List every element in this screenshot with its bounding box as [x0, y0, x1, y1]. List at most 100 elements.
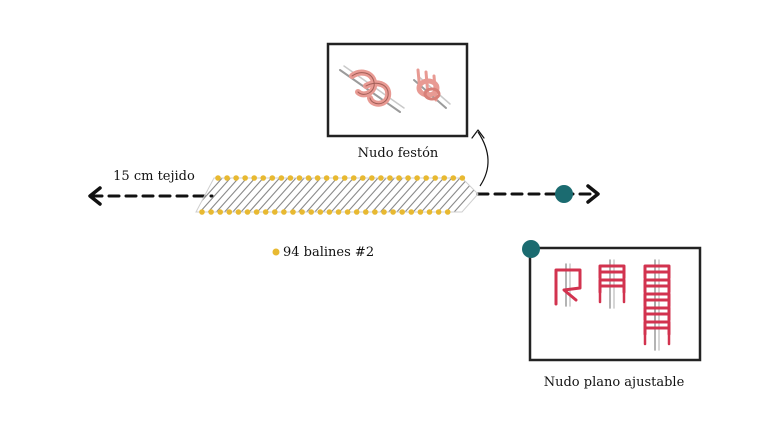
band-stripe	[427, 178, 463, 212]
band-stripe	[328, 178, 364, 212]
bead-legend-icon	[272, 248, 280, 256]
band-stripe	[196, 178, 225, 212]
knot-feston-box	[326, 42, 469, 138]
bead-bottom	[244, 209, 251, 215]
plano-knot-step-1	[554, 263, 582, 307]
knot-box-marker-dot	[522, 240, 540, 258]
band-stripe	[197, 178, 233, 212]
band-stripe	[394, 178, 430, 212]
band-stripe	[345, 178, 381, 212]
band-stripe	[410, 178, 446, 212]
bead-top	[323, 175, 330, 181]
length-label: 15 cm tejido	[113, 169, 195, 184]
band-stripe	[238, 178, 274, 212]
band-stripe	[312, 178, 348, 212]
bead-bottom	[408, 209, 415, 215]
band-stripe	[263, 178, 299, 212]
knot-plano-label: Nudo plano ajustable	[544, 375, 685, 390]
bead-bottom	[353, 209, 360, 215]
bead-top	[369, 175, 375, 181]
band-stripe	[451, 178, 478, 212]
bead-bottom	[372, 209, 378, 215]
bead-bottom	[226, 209, 233, 215]
band-stripe	[255, 178, 291, 212]
left-cord	[88, 186, 214, 206]
band-stripe	[361, 178, 397, 212]
band-stripe	[320, 178, 356, 212]
band-stripe	[287, 178, 323, 212]
bead-bottom	[317, 209, 324, 215]
plano-knot-step-2	[598, 259, 626, 309]
bead-bottom	[335, 209, 342, 215]
band-stripe	[378, 178, 414, 212]
end-marker-dot	[555, 185, 573, 203]
bead-top	[450, 175, 457, 181]
bead-bottom	[272, 209, 278, 215]
bead-top	[396, 175, 402, 181]
bead-bottom	[344, 209, 351, 215]
band-stripe	[214, 178, 250, 212]
bead-bottom	[199, 209, 205, 215]
band-stripe	[304, 178, 340, 212]
bead-top	[378, 175, 384, 181]
bead-bottom	[299, 209, 305, 215]
band-stripe	[230, 178, 266, 212]
bead-top	[423, 175, 429, 181]
band-stripe	[205, 178, 241, 212]
bead-bottom	[208, 209, 214, 215]
band-stripe	[402, 178, 438, 212]
bead-top	[296, 175, 303, 181]
bead-bottom	[426, 209, 433, 215]
knot-plano-box	[528, 246, 702, 362]
bead-top	[305, 175, 312, 181]
bead-top	[242, 175, 248, 181]
bead-top	[233, 175, 239, 181]
band-stripe	[296, 178, 332, 212]
bead-top	[432, 175, 439, 181]
bead-bottom	[308, 209, 315, 215]
bead-top	[269, 175, 276, 181]
bead-bottom	[363, 209, 369, 215]
bead-bottom	[281, 209, 287, 215]
bead-bottom	[217, 209, 223, 215]
bead-top	[441, 175, 448, 181]
feston-knot-illustration-2	[413, 68, 451, 109]
bead-bottom	[326, 209, 333, 215]
bead-top	[287, 175, 294, 181]
bead-bottom	[435, 209, 442, 215]
band-stripe	[443, 178, 478, 212]
bead-top	[314, 175, 321, 181]
right-cord	[476, 184, 600, 204]
band-stripe	[419, 178, 455, 212]
bead-top	[459, 175, 466, 181]
band-stripe	[279, 178, 315, 212]
band-stripe	[337, 178, 373, 212]
bead-top	[215, 175, 221, 181]
woven-band	[195, 175, 479, 215]
bead-bottom	[381, 209, 387, 215]
band-stripe	[369, 178, 405, 212]
bead-top	[332, 175, 339, 181]
bead-top	[278, 175, 285, 181]
bead-bottom	[399, 209, 406, 215]
bead-bottom	[390, 209, 396, 215]
bead-top	[350, 175, 357, 181]
bead-top	[405, 175, 411, 181]
bead-bottom	[235, 209, 242, 215]
bead-top	[260, 175, 267, 181]
knot-feston-label: Nudo festón	[358, 146, 439, 161]
bead-top	[360, 175, 366, 181]
curved-arrow-head	[471, 129, 485, 139]
band-stripe	[222, 178, 258, 212]
bead-bottom	[290, 209, 296, 215]
beads-label: 94 balines #2	[283, 245, 374, 260]
feston-knot-illustration-1	[339, 65, 405, 113]
bead-top	[387, 175, 393, 181]
bead-bottom	[417, 209, 424, 215]
bead-bottom	[444, 209, 451, 215]
band-stripe	[353, 178, 389, 212]
bead-top	[414, 175, 420, 181]
bead-top	[251, 175, 257, 181]
bead-bottom	[253, 209, 260, 215]
